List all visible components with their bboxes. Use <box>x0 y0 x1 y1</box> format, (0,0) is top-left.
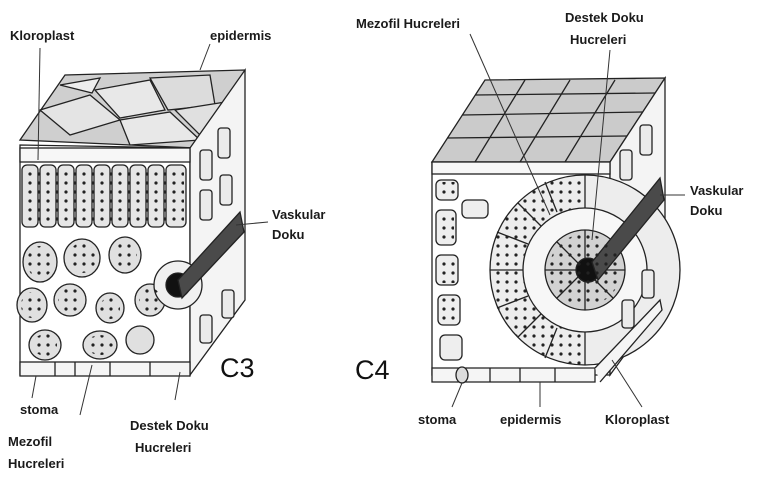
c4-label-kloroplast: Kloroplast <box>605 412 669 428</box>
c4-label-vaskular-2: Doku <box>690 203 723 219</box>
c4-title: C4 <box>355 355 390 385</box>
c3-label-kloroplast: Kloroplast <box>10 28 74 44</box>
c4-label-vaskular-1: Vaskular <box>690 183 744 199</box>
c4-label-destek-2: Hucreleri <box>570 32 626 48</box>
c4-label-mezofil: Mezofil Hucreleri <box>356 16 460 32</box>
c3-label-epidermis: epidermis <box>210 28 271 44</box>
c3-title: C3 <box>220 353 255 383</box>
c4-label-destek-1: Destek Doku <box>565 10 644 26</box>
c3-leaf-block <box>17 70 245 376</box>
c4-label-stoma: stoma <box>418 412 456 428</box>
c3-label-mezofil-2: Hucreleri <box>8 456 64 472</box>
c3-label-vaskular-1: Vaskular <box>272 207 326 223</box>
c3-label-stoma: stoma <box>20 402 58 418</box>
c3-label-destek-1: Destek Doku <box>130 418 209 434</box>
c4-label-epidermis: epidermis <box>500 412 561 428</box>
c3-label-vaskular-2: Doku <box>272 227 305 243</box>
c3-label-destek-2: Hucreleri <box>135 440 191 456</box>
c3-label-mezofil-1: Mezofil <box>8 434 52 450</box>
